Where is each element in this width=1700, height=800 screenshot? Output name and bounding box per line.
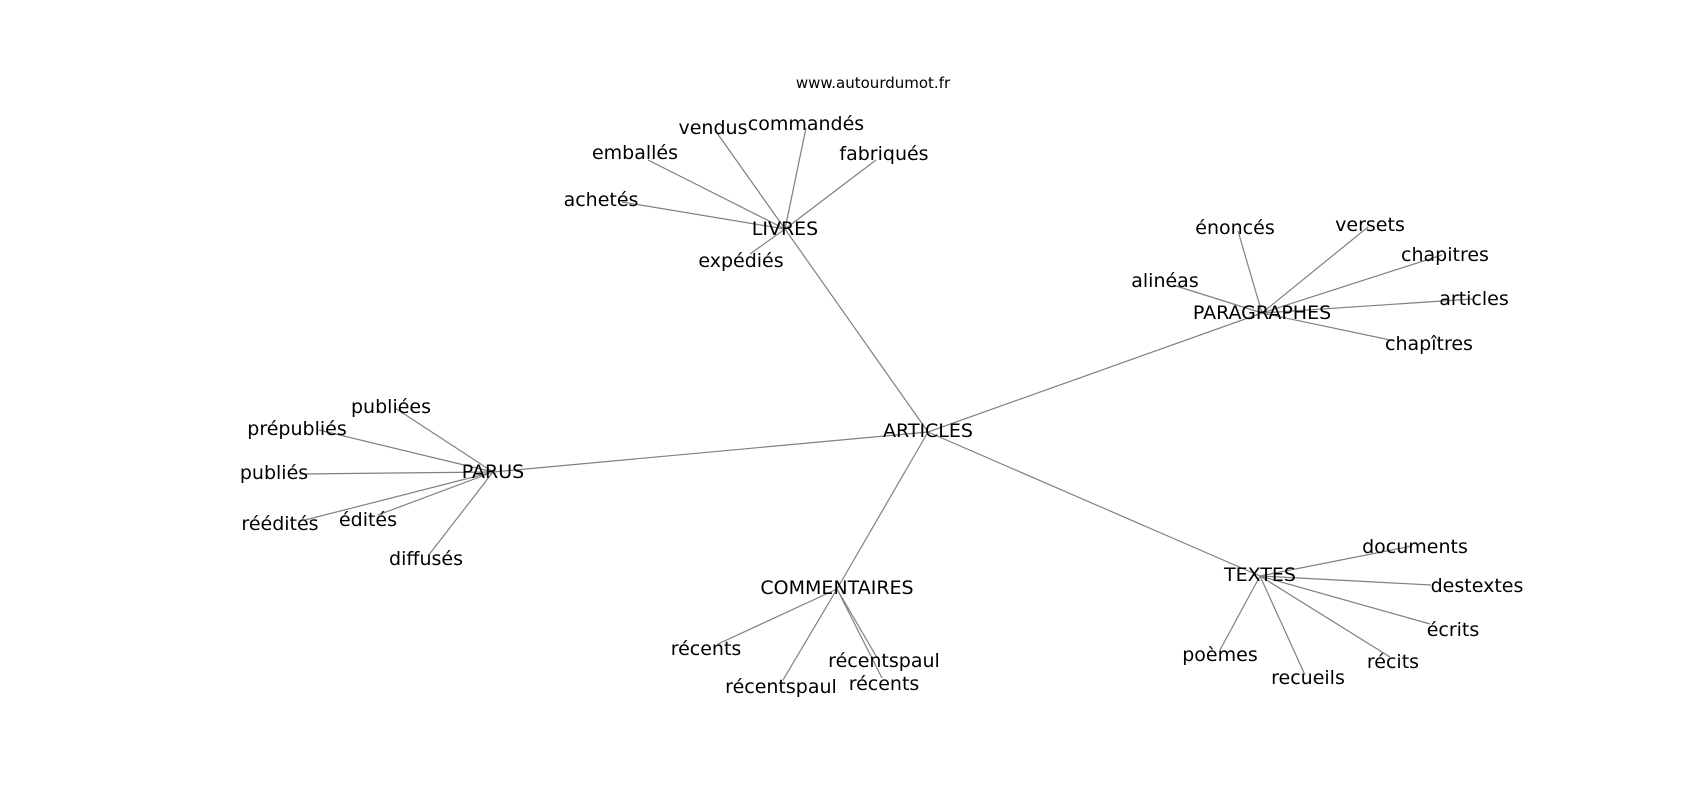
edge-livres-vendus: [716, 132, 786, 230]
node-paragraphes-alineas: alinéas: [1131, 270, 1198, 292]
node-commentaires-recentspaul-a: récentspaul: [725, 676, 837, 698]
node-parus-reedites: réédités: [241, 513, 318, 535]
node-commentaires-recentspaul-b: récentspaul: [828, 650, 940, 672]
node-paragraphes-articles: articles: [1439, 288, 1509, 310]
node-paragraphes-chapitres-accent: chapîtres: [1385, 333, 1473, 355]
edge-livres-achetes: [621, 201, 786, 230]
edge-articles-paragraphes: [927, 312, 1263, 433]
edge-commentaires-recentspaul-a: [782, 588, 838, 681]
edge-articles-livres: [784, 228, 929, 433]
node-parus-prepublies: prépubliés: [247, 418, 346, 440]
node-livres-fabriques: fabriqués: [839, 143, 928, 165]
node-parus: PARUS: [462, 461, 524, 483]
node-commentaires-recents: récents: [671, 638, 742, 660]
node-commentaires: COMMENTAIRES: [760, 577, 913, 599]
edge-livres-expedies: [749, 228, 786, 255]
node-livres-expedies: expédiés: [698, 250, 783, 272]
edge-textes-recueils: [1259, 575, 1306, 676]
edge-livres-fabriques: [784, 159, 877, 230]
leaf-edges: [299, 127, 1473, 681]
edge-paragraphes-enonces: [1237, 230, 1263, 314]
edge-paragraphes-alineas: [1172, 284, 1263, 314]
node-paragraphes: PARAGRAPHES: [1193, 302, 1331, 324]
node-livres-achetes: achetés: [564, 189, 639, 211]
edge-articles-commentaires: [836, 431, 929, 590]
edge-textes-documents: [1259, 545, 1413, 577]
edge-livres-emballes: [647, 159, 786, 230]
edge-parus-reedites: [304, 471, 494, 521]
edge-livres-commandes: [784, 127, 807, 230]
edge-articles-textes: [927, 431, 1261, 577]
node-livres: LIVRES: [752, 218, 818, 240]
node-parus-diffuses: diffusés: [389, 548, 463, 570]
node-textes-recueils: recueils: [1271, 667, 1345, 689]
node-articles: ARTICLES: [883, 420, 973, 442]
edge-commentaires-recents: [717, 588, 838, 645]
node-parus-publies: publiés: [240, 462, 308, 484]
edge-paragraphes-articles: [1261, 298, 1473, 314]
edge-parus-publiees: [394, 407, 494, 473]
node-livres-emballes: emballés: [592, 142, 678, 164]
node-textes-poemes: poèmes: [1182, 644, 1257, 666]
edge-parus-edites: [377, 471, 494, 516]
hub-edges: [492, 228, 1263, 590]
node-paragraphes-enonces: énoncés: [1195, 217, 1274, 239]
node-textes: TEXTES: [1223, 564, 1296, 586]
edge-textes-recits: [1259, 575, 1391, 658]
node-livres-commandes: commandés: [748, 113, 864, 135]
node-parus-edites: édités: [339, 509, 397, 531]
edge-commentaires-recents-b: [836, 588, 883, 679]
edge-textes-ecrits: [1259, 575, 1431, 625]
edge-paragraphes-chapitres: [1261, 254, 1443, 314]
node-textes-destextes: destextes: [1431, 575, 1524, 597]
edge-paragraphes-versets: [1261, 226, 1369, 314]
edge-paragraphes-chapitres-accent: [1261, 312, 1396, 342]
edge-parus-publies: [299, 471, 494, 475]
edge-parus-prepublies: [318, 429, 494, 473]
node-paragraphes-versets: versets: [1335, 214, 1405, 236]
edge-commentaires-recentspaul-b: [836, 588, 877, 657]
edge-articles-parus: [492, 431, 929, 473]
edge-textes-poemes: [1219, 575, 1261, 651]
edge-parus-diffuses: [427, 471, 494, 557]
edge-textes-destextes: [1259, 575, 1432, 586]
node-paragraphes-chapitres: chapitres: [1401, 244, 1489, 266]
node-textes-recits: récits: [1367, 651, 1419, 673]
node-parus-publiees: publiées: [351, 396, 431, 418]
node-textes-ecrits: écrits: [1427, 619, 1480, 641]
node-commentaires-recents-b: récents: [849, 673, 920, 695]
node-livres-vendus: vendus: [679, 117, 748, 139]
node-textes-documents: documents: [1362, 536, 1468, 558]
source-label: www.autourdumot.fr: [796, 74, 951, 92]
